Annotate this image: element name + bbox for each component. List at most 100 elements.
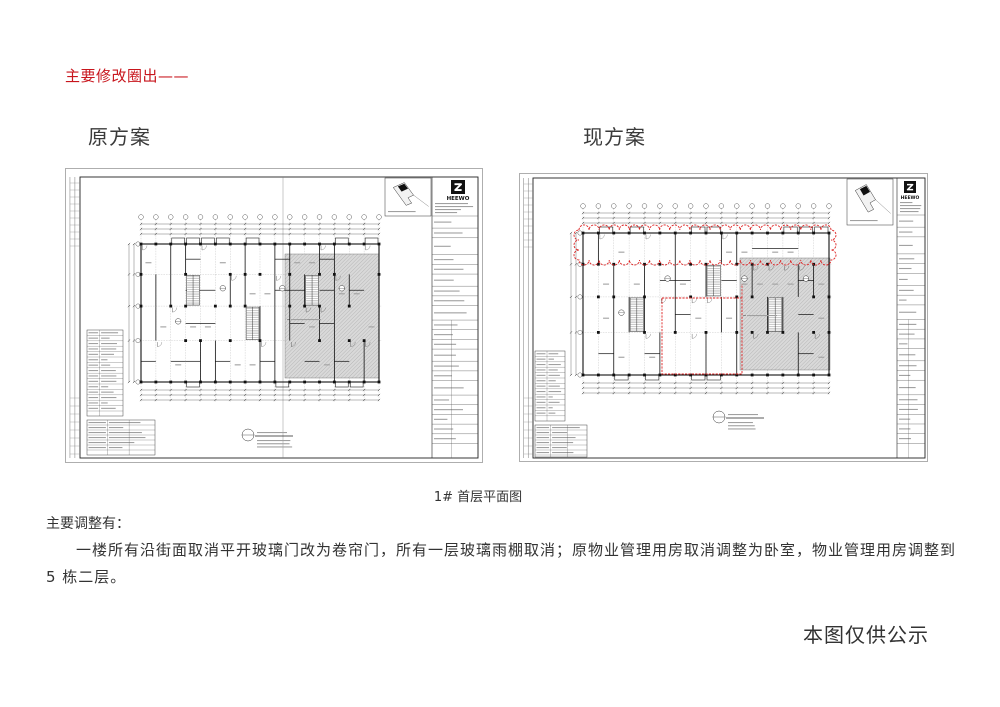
dimension-tick [643, 391, 646, 395]
tiny-annotation [88, 370, 99, 372]
current-floor-plan-drawing: HEEWO [519, 173, 928, 462]
structural-column [627, 231, 631, 235]
tiny-annotation [101, 337, 110, 339]
dimension-tick [243, 232, 247, 236]
structural-column [750, 295, 754, 299]
axis-bubble [361, 214, 367, 220]
dimension-tick [597, 221, 600, 225]
sheet-inner-border [79, 176, 479, 459]
structural-column [377, 380, 381, 384]
dimension-tick [132, 273, 136, 276]
tiny-annotation [536, 380, 546, 382]
balcony [691, 374, 706, 381]
legend-table [534, 350, 566, 422]
dimension-tick [199, 222, 202, 226]
current-scheme-label: 现方案 [583, 125, 646, 149]
tiny-annotation [899, 220, 914, 222]
balcony [614, 374, 629, 381]
dimension-tick [377, 398, 381, 402]
title-block [431, 177, 478, 458]
dimension-tick [658, 211, 662, 215]
dimension-tick [258, 398, 262, 402]
dimension-tick [720, 211, 723, 215]
tiny-annotation [552, 427, 580, 429]
dimension-tick [132, 339, 136, 342]
axis-bubble [577, 230, 583, 236]
structural-column [273, 242, 277, 246]
dimension-tick [318, 227, 321, 231]
dimension-tick [812, 381, 815, 385]
logo-text: HEEWO [901, 195, 920, 201]
balcony [645, 374, 660, 381]
tiny-annotation [728, 425, 755, 427]
tiny-annotation [88, 386, 99, 388]
tiny-annotation [536, 447, 550, 449]
dimension-tick [643, 381, 646, 385]
tiny-annotation [536, 452, 550, 454]
dimension-tick [658, 381, 662, 385]
dimension-tick [258, 232, 262, 236]
balcony [186, 381, 200, 388]
tiny-annotation [536, 407, 546, 409]
structural-column [596, 231, 600, 235]
dimension-tick [288, 398, 292, 402]
revision-cloud [573, 224, 837, 266]
structural-column [184, 272, 188, 276]
drawing-title [712, 410, 764, 430]
dimension-tick [735, 211, 739, 215]
tiny-annotation [536, 396, 546, 398]
balcony [335, 237, 349, 245]
tiny-annotation [434, 290, 460, 292]
tiny-annotation [88, 380, 99, 382]
structural-column [288, 272, 292, 276]
tiny-annotation [728, 414, 758, 416]
sheet-inner-border [532, 177, 926, 459]
tiny-annotation [548, 407, 553, 409]
dimension-tick [303, 227, 306, 231]
tiny-annotation [353, 293, 360, 295]
door-swing [201, 245, 207, 251]
tiny-annotation [108, 442, 135, 444]
tiny-annotation [536, 358, 546, 360]
structural-column [332, 380, 336, 384]
tiny-annotation [434, 387, 464, 389]
balcony [201, 237, 215, 245]
tiny-annotation [548, 385, 560, 387]
title-block [896, 178, 925, 458]
logo-text: HEEWO [447, 196, 470, 202]
tiny-annotation [434, 438, 456, 440]
structural-column [612, 231, 616, 235]
structural-column [362, 242, 366, 246]
door-swing [231, 275, 237, 281]
dimension-tick [228, 227, 232, 231]
tiny-annotation [900, 208, 921, 210]
dimension-tick [750, 221, 754, 225]
tiny-annotation [900, 202, 913, 204]
dimension-tick [658, 386, 662, 390]
structural-column [658, 373, 662, 377]
tiny-annotation [536, 364, 546, 366]
axis-bubble [577, 294, 583, 300]
dimension-tick [127, 339, 131, 342]
dimension-tick [362, 398, 366, 402]
tiny-annotation [552, 432, 568, 434]
dimension-tick [318, 398, 321, 402]
dimension-tick [574, 262, 578, 266]
dimension-tick [750, 216, 754, 220]
structural-column [689, 231, 693, 235]
dimension-tick [581, 391, 585, 395]
tiny-annotation [899, 428, 911, 430]
tiny-annotation [88, 437, 106, 439]
structural-column [318, 272, 321, 276]
dimension-tick [169, 227, 173, 231]
dimension-tick [569, 373, 573, 377]
dimension-tick [184, 222, 187, 226]
floor-plan [569, 203, 832, 395]
dimension-tick [827, 381, 831, 385]
structural-column [347, 339, 351, 342]
structural-column [303, 304, 307, 308]
dimension-tick [750, 386, 754, 390]
tiny-annotation [899, 258, 915, 260]
dimension-tick [132, 380, 136, 384]
tiny-annotation [899, 333, 915, 335]
